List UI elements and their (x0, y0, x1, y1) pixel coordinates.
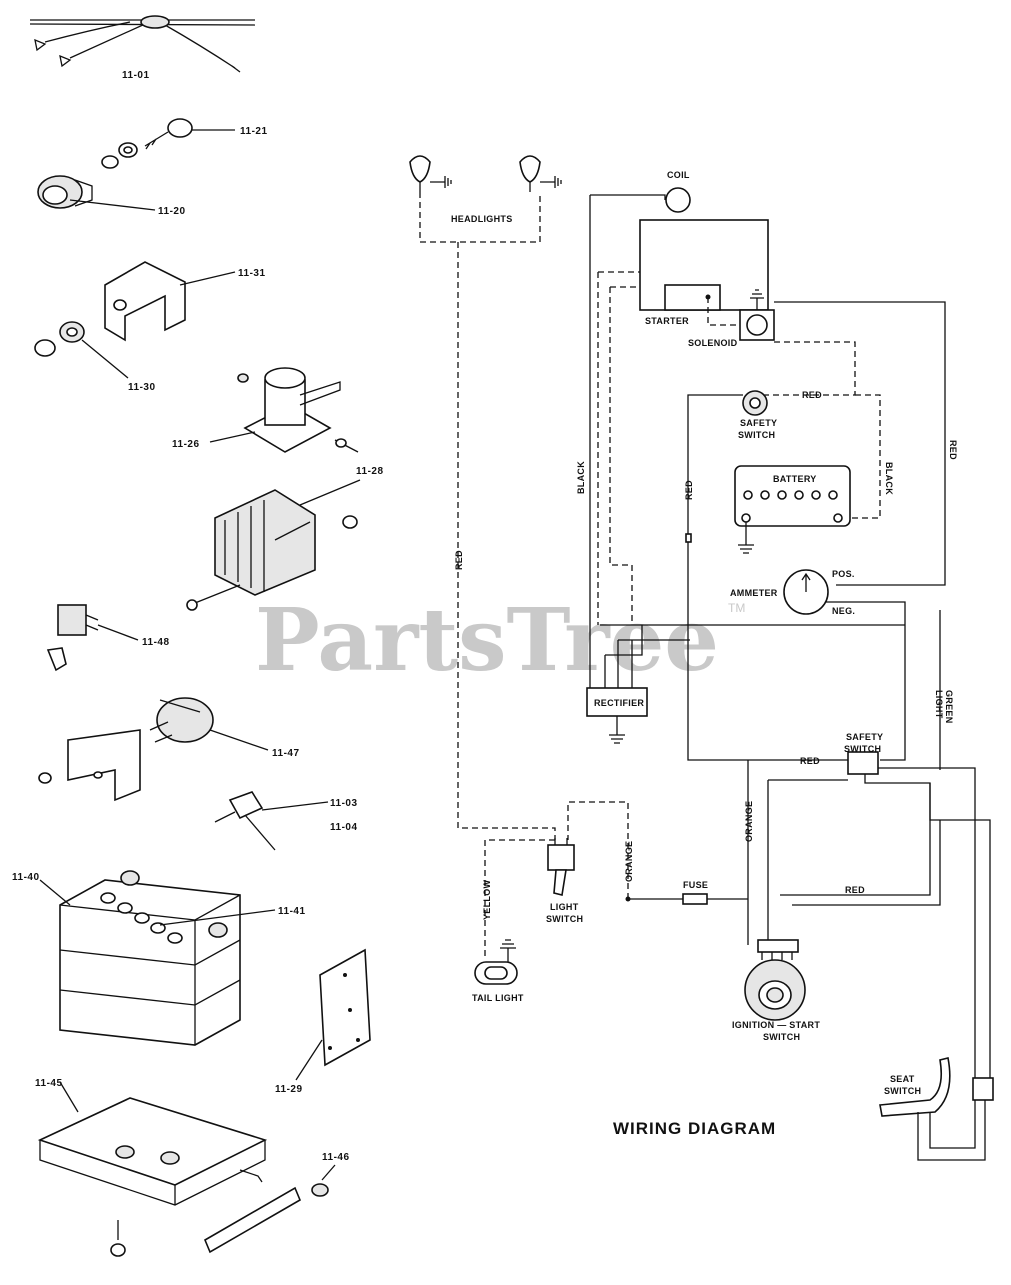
fuse (682, 893, 708, 905)
rectifier-part (186, 489, 358, 611)
tail-light-label: TAIL LIGHT (472, 993, 524, 1003)
battery-tray-part (37, 1097, 329, 1257)
safety-switch-mid-label-2: SWITCH (844, 744, 881, 754)
part-number-label: 11-29 (275, 1084, 303, 1095)
ignition-key-part (101, 118, 193, 169)
safety-switch-top (742, 390, 768, 416)
wire-color-label: BLACK (884, 462, 894, 495)
coil-label: COIL (667, 170, 690, 180)
watermark-tm: TM (728, 601, 745, 615)
wire-color-label-lightgreen-1: LIGHT (934, 690, 944, 719)
nut-washer-part (34, 321, 85, 357)
part-number-label: 11-03 (330, 798, 358, 809)
part-number-label: 11-04 (330, 822, 358, 833)
wire-color-label: RED (800, 756, 820, 766)
wire-color-label-lightgreen-2: GREEN (944, 690, 954, 724)
ammeter-neg-label: NEG. (832, 606, 855, 616)
part-number-label: 11-45 (35, 1078, 63, 1089)
starter (664, 284, 721, 311)
part-number-label: 11-40 (12, 872, 40, 883)
wire-color-label: RED (684, 480, 694, 500)
wire-color-label: YELLOW (482, 879, 492, 920)
battery-clamp-part (214, 791, 276, 851)
ammeter-part (38, 697, 214, 802)
part-number-label: 11-28 (356, 466, 384, 477)
headlight-right (519, 155, 562, 192)
safety-switch-top-label-2: SWITCH (738, 430, 775, 440)
wire-color-label: RED (802, 390, 822, 400)
wire-color-label: RED (845, 885, 865, 895)
part-number-label: 11-47 (272, 748, 300, 759)
ammeter-pos-label: POS. (832, 569, 855, 579)
part-number-label: 11-41 (278, 906, 306, 917)
wire-color-label: ORANGE (624, 841, 634, 882)
rectifier (586, 687, 648, 717)
light-switch-label-1: LIGHT (550, 902, 579, 912)
wire-color-label: ORANGE (744, 801, 754, 842)
mounting-bracket-part (104, 261, 186, 342)
safety-switch-mid (847, 751, 879, 775)
part-number-label: 11-20 (158, 206, 186, 217)
wire-color-label: RED (948, 440, 958, 460)
mounting-plate-part (319, 948, 371, 1067)
ignition-switch-label-1: IGNITION — START (732, 1020, 820, 1030)
coil (665, 187, 691, 213)
wire-color-label: BLACK (576, 461, 586, 494)
part-number-label: 11-30 (128, 382, 156, 393)
ammeter-label: AMMETER (730, 588, 778, 598)
diagram-title: WIRING DIAGRAM (613, 1119, 776, 1138)
seat-switch-label-1: SEAT (890, 1074, 915, 1084)
part-number-label: 11-21 (240, 126, 268, 137)
part-number-label: 11-46 (322, 1152, 350, 1163)
part-number-label: 11-01 (122, 70, 150, 81)
safety-switch-mid-label-1: SAFETY (846, 732, 883, 742)
ignition-switch-label-2: SWITCH (763, 1032, 800, 1042)
solenoid-part (237, 367, 359, 453)
safety-switch-top-label-1: SAFETY (740, 418, 777, 428)
light-switch-part (46, 604, 99, 672)
battery-part (59, 870, 241, 1046)
headlights-label: HEADLIGHTS (451, 214, 513, 224)
light-switch-schematic (547, 838, 575, 896)
starter-label: STARTER (645, 316, 689, 326)
solenoid-label: SOLENOID (688, 338, 738, 348)
ignition-switch (744, 939, 806, 1021)
seat-switch-label-2: SWITCH (884, 1086, 921, 1096)
part-number-label: 11-26 (172, 439, 200, 450)
wire-harness-part (29, 15, 256, 73)
headlight-left (409, 155, 452, 192)
part-number-label: 11-48 (142, 637, 170, 648)
rectifier-label: RECTIFIER (594, 698, 644, 708)
battery-schematic (734, 465, 851, 554)
light-switch-label-2: SWITCH (546, 914, 583, 924)
key-switch-part (37, 175, 93, 209)
battery-label: BATTERY (773, 474, 817, 484)
tail-light (474, 939, 518, 985)
part-number-label: 11-31 (238, 268, 266, 279)
seat-switch (879, 1057, 994, 1161)
fuse-label: FUSE (683, 880, 708, 890)
wire-color-label: RED (454, 550, 464, 570)
